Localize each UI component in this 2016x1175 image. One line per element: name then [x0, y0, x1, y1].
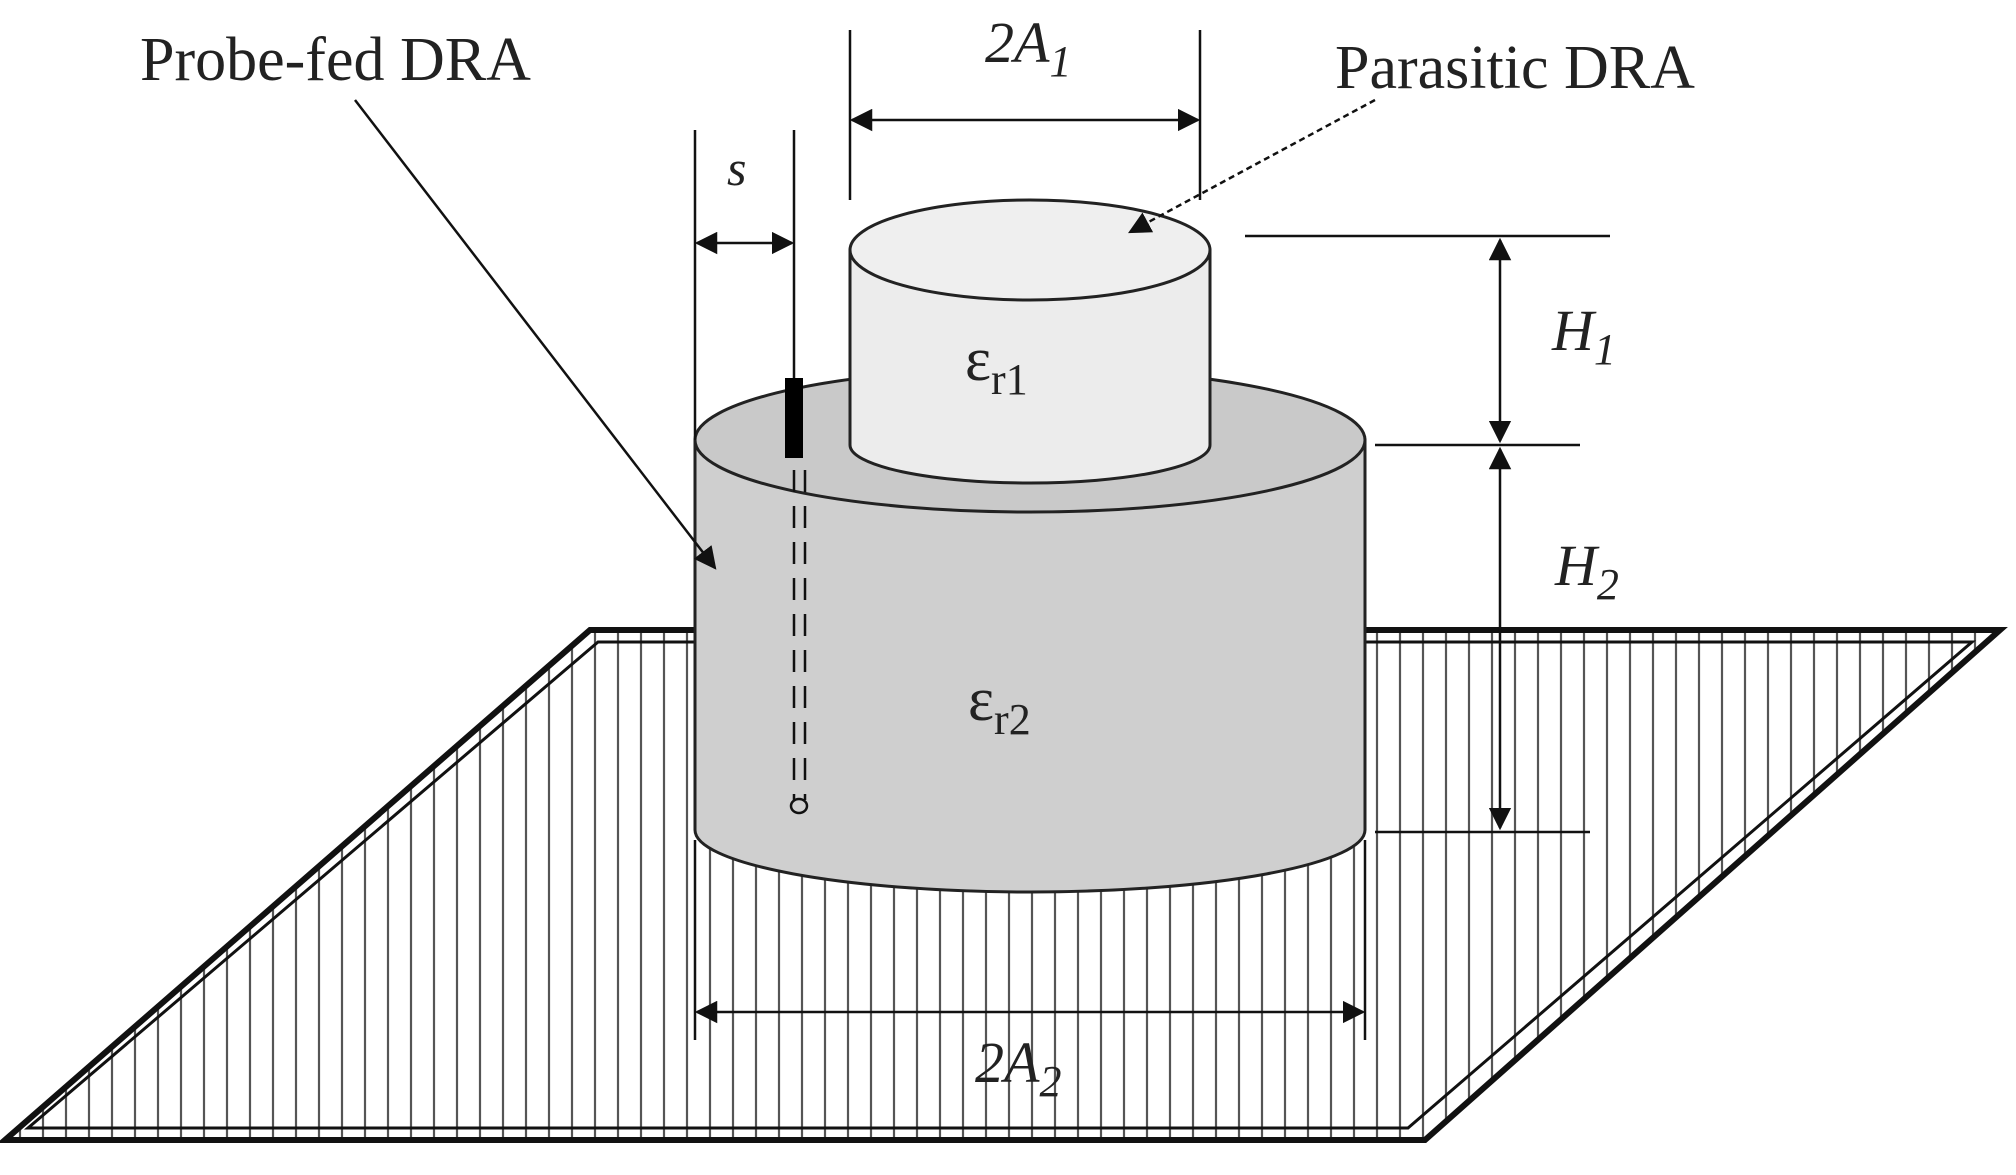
probe-fed-label: Probe-fed DRA: [140, 26, 531, 94]
dim-label-2A2: 2A2: [975, 1030, 1061, 1106]
parasitic-label: Parasitic DRA: [1335, 34, 1695, 102]
parasitic-callout-line: [1128, 98, 1376, 234]
dim-label-s: s: [727, 140, 746, 196]
dimension-2A2: [693, 840, 1367, 1040]
dimension-s: [693, 130, 796, 440]
dim-label-H2: H2: [1554, 533, 1619, 609]
eps-r2-label: εr2: [968, 666, 1031, 744]
dimension-heights: [1245, 234, 1610, 834]
dim-label-H1: H1: [1551, 298, 1616, 374]
probe-fed-callout-line: [354, 99, 717, 570]
eps-r1-label: εr1: [965, 326, 1028, 404]
parasitic-cylinder: [848, 198, 1212, 485]
dim-label-2A1: 2A1: [985, 10, 1071, 86]
dimension-2A1: [848, 30, 1202, 200]
probe: [785, 378, 809, 815]
